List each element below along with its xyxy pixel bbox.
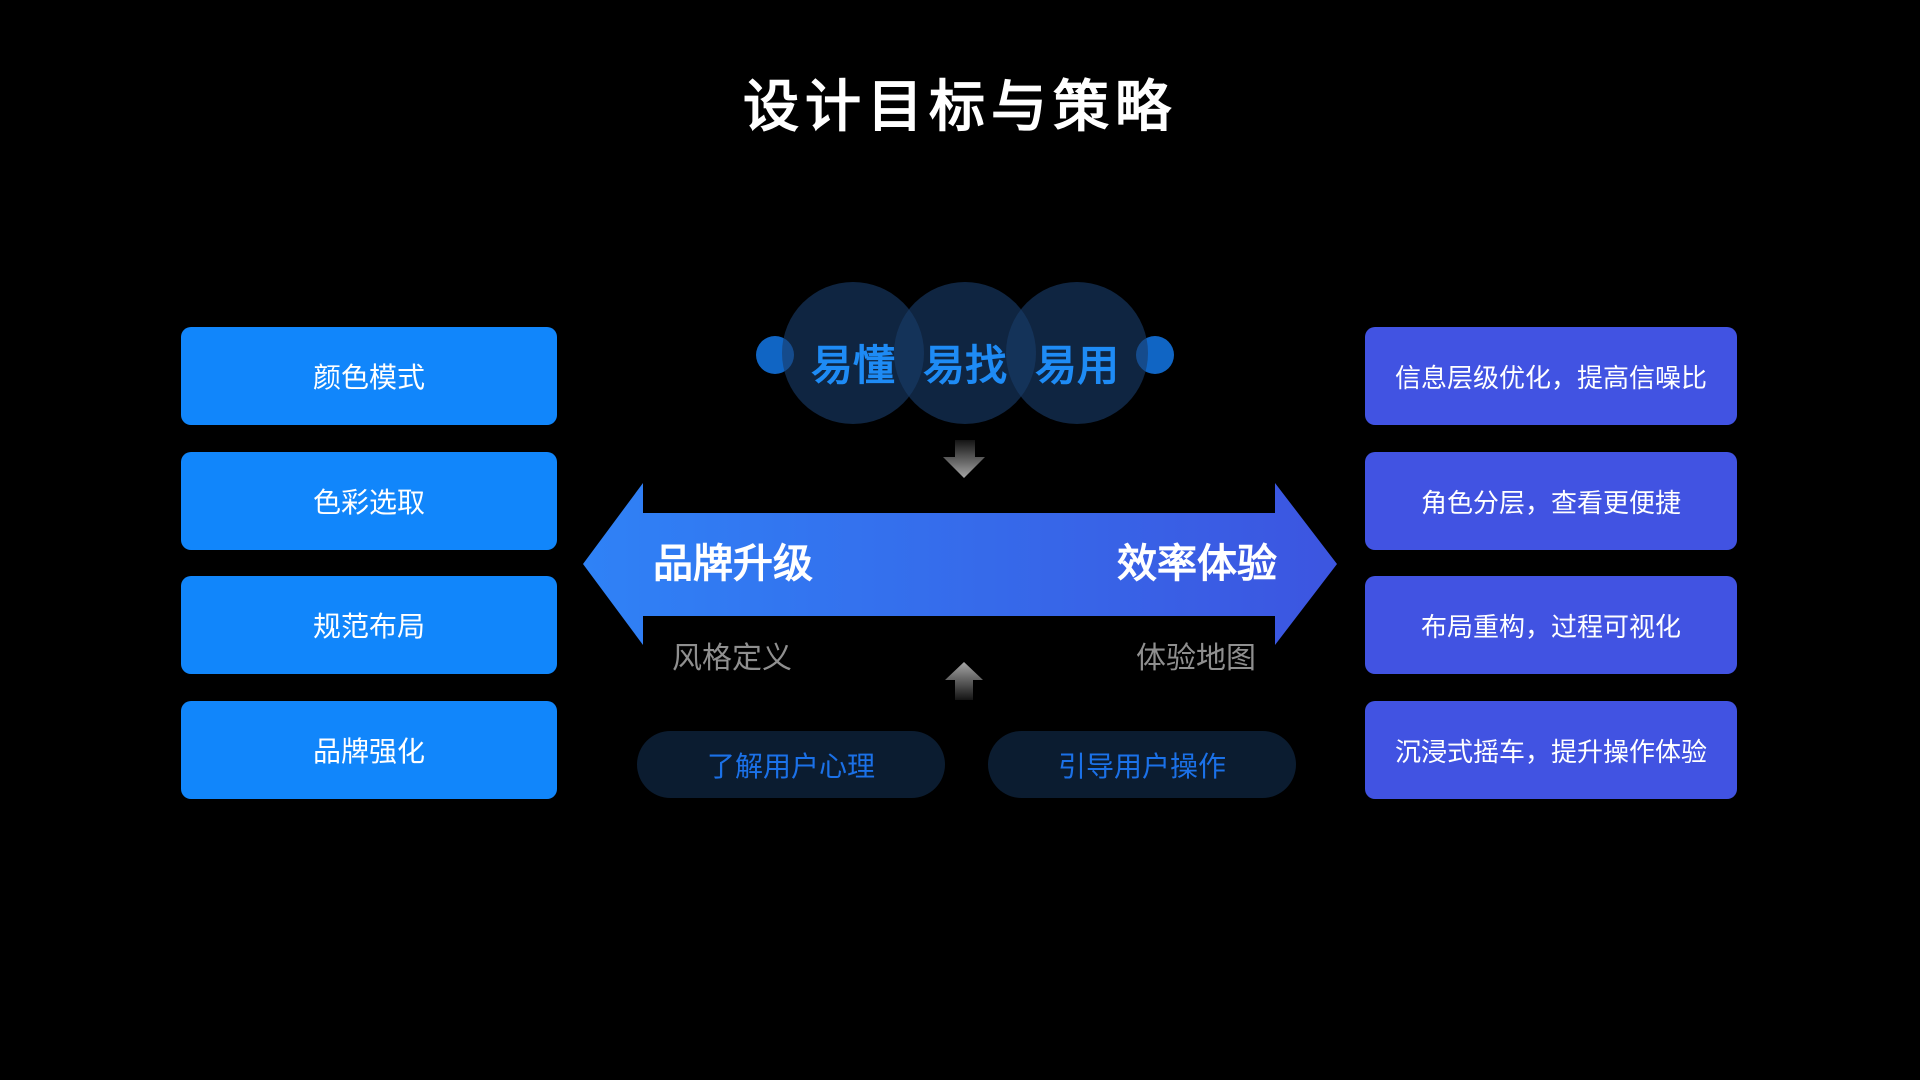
left-box-brand-strengthen: 品牌强化 <box>181 701 557 799</box>
right-box-label: 沉浸式摇车，提升操作体验 <box>1394 736 1707 767</box>
left-box-label: 颜色模式 <box>312 362 425 393</box>
right-box-info-hierarchy: 信息层级优化，提高信噪比 <box>1365 327 1737 425</box>
left-box-layout-spec: 规范布局 <box>181 576 557 674</box>
left-box-label: 色彩选取 <box>312 487 425 518</box>
right-box-layout-rebuild: 布局重构，过程可视化 <box>1365 576 1737 674</box>
pill-label: 引导用户操作 <box>1057 750 1226 782</box>
right-box-label: 布局重构，过程可视化 <box>1420 611 1681 642</box>
right-box-label: 角色分层，查看更便捷 <box>1420 487 1681 518</box>
pill-understand-user-psychology: 了解用户心理 <box>637 731 945 798</box>
left-box-label: 品牌强化 <box>312 736 425 767</box>
pill-label: 了解用户心理 <box>706 750 875 782</box>
goal-circle-label: 易找 <box>922 342 1007 389</box>
left-box-color-pick: 色彩选取 <box>181 452 557 550</box>
right-box-role-layers: 角色分层，查看更便捷 <box>1365 452 1737 550</box>
left-box-color-mode: 颜色模式 <box>181 327 557 425</box>
right-box-label: 信息层级优化，提高信噪比 <box>1394 362 1707 393</box>
goal-circle-easy-use <box>1006 282 1148 424</box>
up-arrow-icon <box>945 662 983 700</box>
bar-label-brand-upgrade: 品牌升级 <box>653 542 813 586</box>
right-box-immersive: 沉浸式摇车，提升操作体验 <box>1365 701 1737 799</box>
bar-label-efficiency-experience: 效率体验 <box>1117 542 1277 586</box>
down-arrow-icon <box>943 440 985 478</box>
goal-circle-label: 易懂 <box>810 342 895 389</box>
goal-circle-label: 易用 <box>1034 342 1119 389</box>
page-title: 设计目标与策略 <box>743 75 1177 138</box>
bidirectional-arrow-bar: 品牌升级 效率体验 <box>583 483 1337 645</box>
sublabel-style-definition: 风格定义 <box>672 642 792 675</box>
pill-guide-user-operation: 引导用户操作 <box>988 731 1296 798</box>
sublabel-experience-map: 体验地图 <box>1136 642 1256 675</box>
left-box-label: 规范布局 <box>312 611 425 642</box>
